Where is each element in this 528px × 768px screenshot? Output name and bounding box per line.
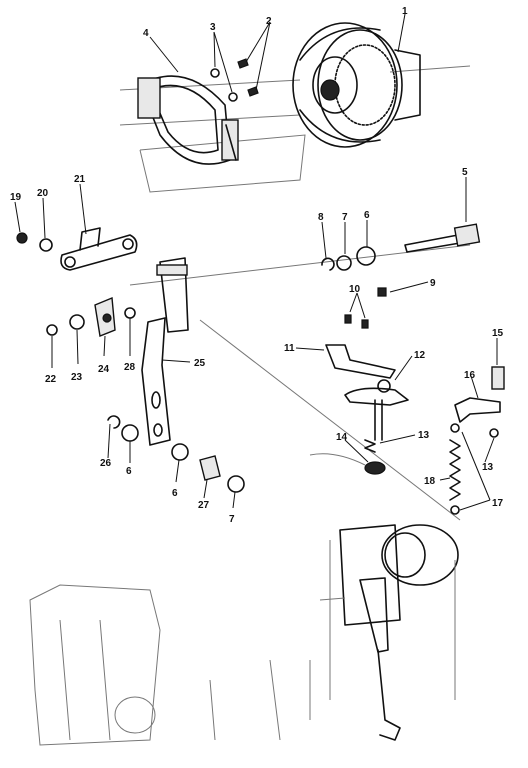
callout-18: 18 (424, 476, 436, 487)
callout-22: 22 (45, 374, 57, 385)
callout-8: 8 (318, 212, 324, 223)
callout-24: 24 (98, 364, 110, 375)
vertical-link-arm (141, 257, 189, 446)
lever-hardware (46, 296, 136, 337)
callout-27: 27 (198, 500, 210, 511)
callout-13-lower: 13 (482, 462, 494, 473)
callout-12: 12 (414, 350, 426, 361)
spring-bushing (309, 439, 386, 475)
callout-25: 25 (194, 358, 206, 369)
callout-16: 16 (464, 370, 476, 381)
callout-11: 11 (284, 343, 295, 354)
shaft-washers (321, 246, 376, 271)
callout-7-lower: 7 (229, 514, 235, 525)
callout-5: 5 (462, 167, 468, 178)
callout-15: 15 (492, 328, 504, 339)
callout-6-lower: 6 (172, 488, 178, 499)
callout-1: 1 (402, 6, 408, 17)
callout-7-upper: 7 (342, 212, 348, 223)
callout-10: 10 (349, 284, 361, 295)
callout-2: 2 (266, 16, 272, 27)
callout-6-middle: 6 (126, 466, 132, 477)
mounting-strap-bracket (137, 75, 239, 165)
installed-assembly-view (319, 524, 459, 741)
latch-plate-assembly (325, 287, 409, 441)
callout-labels: 1 2 3 4 5 8 7 6 9 10 11 12 13 14 15 16 1… (10, 6, 504, 525)
callout-13-upper: 13 (418, 430, 430, 441)
callout-14: 14 (336, 432, 348, 443)
link-lever (16, 227, 138, 271)
callout-6-upper: 6 (364, 210, 370, 221)
tension-lever-spring (449, 366, 505, 515)
callout-23: 23 (71, 372, 83, 383)
callout-4: 4 (143, 28, 149, 39)
machine-casting-outline (29, 584, 311, 746)
callout-20: 20 (37, 188, 49, 199)
callout-19: 19 (10, 192, 22, 203)
callout-28: 28 (124, 362, 136, 373)
callout-9: 9 (430, 278, 436, 289)
callout-21: 21 (74, 174, 86, 185)
callout-26: 26 (100, 458, 112, 469)
pivot-shaft (404, 223, 481, 253)
callout-17: 17 (492, 498, 504, 509)
bracket-screws (210, 58, 259, 102)
callout-3: 3 (210, 22, 216, 33)
leader-lines (14, 13, 498, 511)
motor-pulley-assembly (292, 22, 421, 148)
